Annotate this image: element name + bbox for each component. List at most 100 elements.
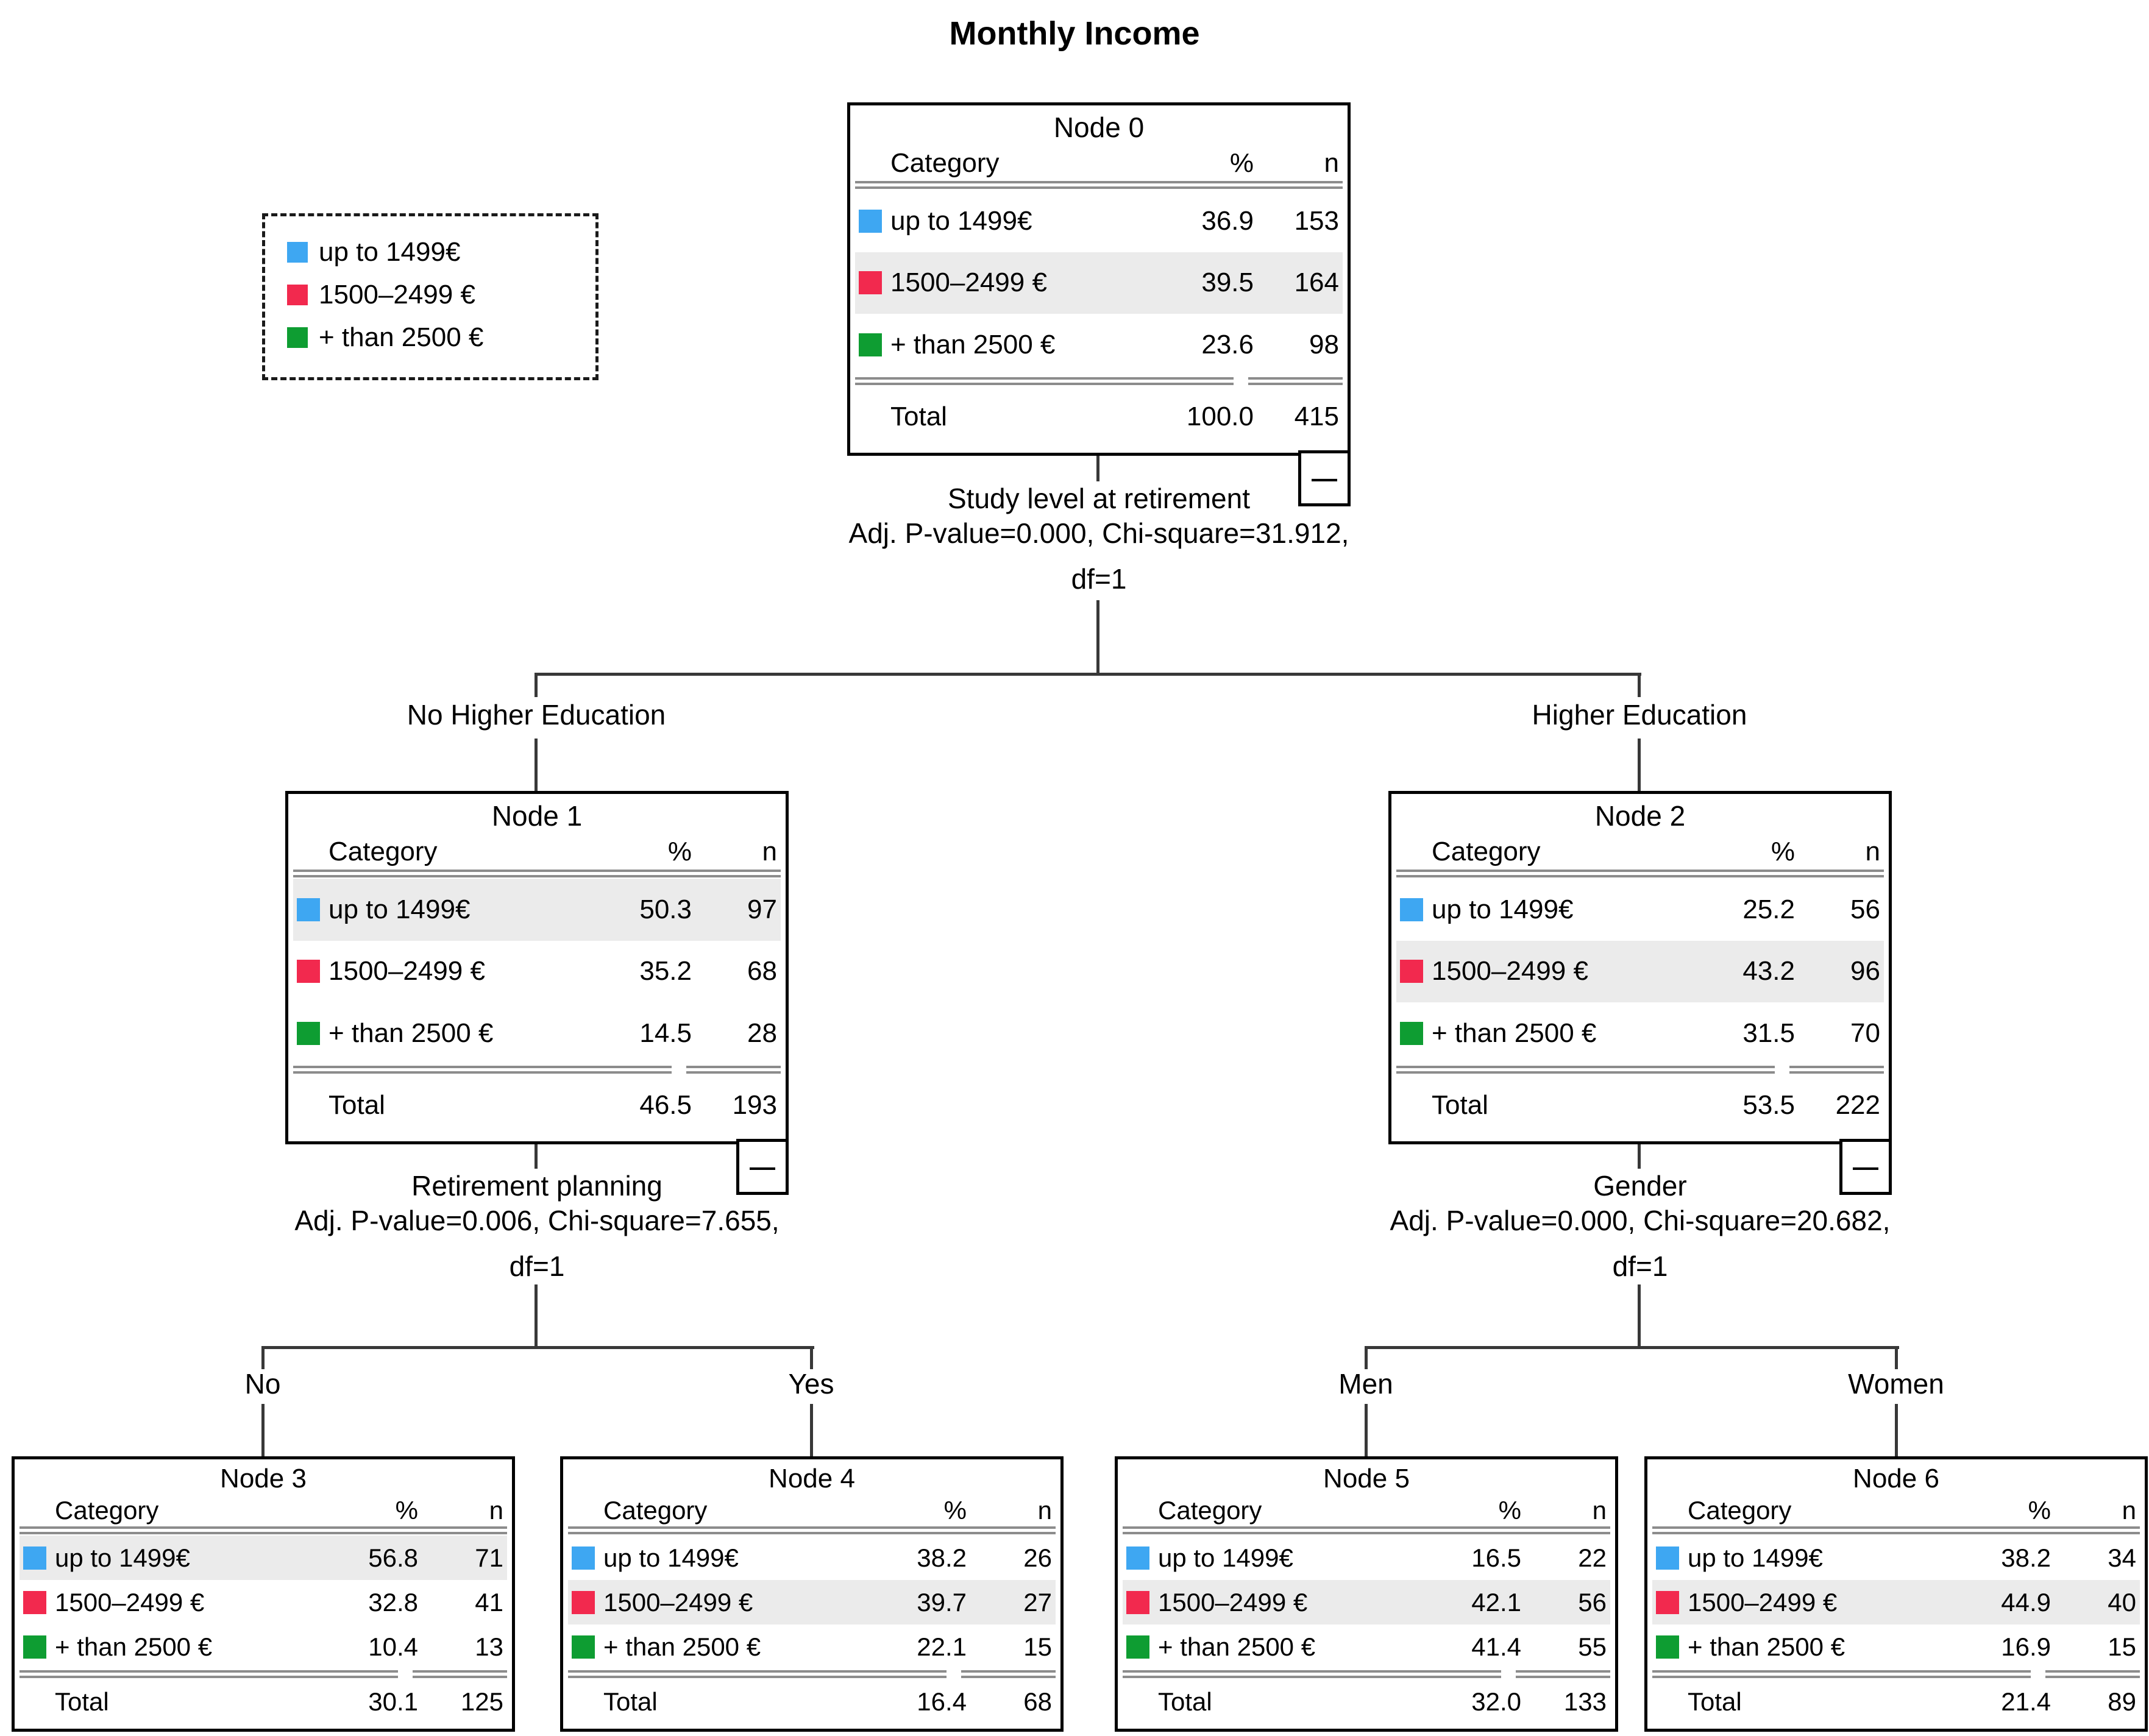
- category-n: 55: [1578, 1632, 1607, 1661]
- split-annotation-node2: Gender Adj. P-value=0.000, Chi-square=20…: [1092, 1169, 2149, 1284]
- legend-swatch-red-icon: [287, 285, 308, 305]
- category-label: up to 1499€: [1158, 1543, 1293, 1572]
- category-label: up to 1499€: [603, 1543, 739, 1572]
- total-rule: [1396, 1065, 1884, 1074]
- category-label: 1500–2499 €: [603, 1587, 753, 1617]
- connector-to-node6: [1895, 1404, 1898, 1456]
- connector-men-stub: [1365, 1346, 1368, 1369]
- col-percent: %: [1229, 148, 1254, 178]
- category-label: 1500–2499 €: [890, 267, 1047, 298]
- col-n: n: [489, 1496, 503, 1525]
- category-n: 15: [1023, 1632, 1052, 1661]
- connector-node0-drop: [1096, 600, 1099, 675]
- category-pct: 44.9: [2001, 1587, 2051, 1617]
- category-label: 1500–2499 €: [1432, 956, 1588, 987]
- category-row: 1500–2499 € 39.7 27: [568, 1580, 1056, 1624]
- category-swatch-red-icon: [23, 1590, 46, 1614]
- dependent-variable-title: Monthly Income: [949, 15, 1200, 52]
- total-pct: 46.5: [639, 1090, 692, 1121]
- minus-icon: —: [750, 1152, 775, 1181]
- total-pct: 30.1: [368, 1687, 418, 1716]
- category-label: 1500–2499 €: [55, 1587, 205, 1617]
- category-label: 1500–2499 €: [329, 956, 485, 987]
- category-pct: 16.5: [1471, 1543, 1521, 1572]
- header-rule: [1652, 1526, 2140, 1534]
- col-percent: %: [1498, 1496, 1521, 1525]
- category-pct: 36.9: [1201, 205, 1254, 236]
- node-title: Node 5: [1323, 1464, 1410, 1493]
- col-category: Category: [55, 1496, 159, 1525]
- total-rule: [568, 1670, 1056, 1678]
- category-row: up to 1499€ 25.2 56: [1396, 879, 1884, 941]
- collapse-button-node-2[interactable]: —: [1839, 1139, 1892, 1195]
- total-pct: 32.0: [1471, 1687, 1521, 1716]
- header-rule: [20, 1526, 507, 1534]
- col-percent: %: [395, 1496, 418, 1525]
- connector-level2-left-horizontal: [261, 1346, 814, 1349]
- category-swatch-green-icon: [297, 1021, 320, 1045]
- tree-node-1: Node 1 Category % n up to 1499€ 50.3 97 …: [285, 791, 789, 1195]
- connector-to-node1: [535, 739, 538, 791]
- category-n: 56: [1850, 894, 1880, 924]
- col-n: n: [762, 837, 777, 866]
- category-row: up to 1499€ 36.9 153: [855, 190, 1343, 252]
- branch-label-no-higher-education: No Higher Education: [407, 699, 666, 731]
- tree-node-2: Node 2 Category % n up to 1499€ 25.2 56 …: [1388, 791, 1892, 1195]
- category-label: + than 2500 €: [1432, 1018, 1597, 1048]
- connector-to-node3: [261, 1404, 265, 1456]
- connector-node2-drop: [1638, 1284, 1641, 1349]
- category-swatch-red-icon: [1656, 1590, 1679, 1614]
- category-label: 1500–2499 €: [1688, 1587, 1838, 1617]
- legend: up to 1499€ 1500–2499 € + than 2500 €: [262, 213, 599, 380]
- connector-right-stub: [1638, 673, 1641, 697]
- legend-item: up to 1499€: [287, 231, 595, 274]
- category-n: 13: [475, 1632, 503, 1661]
- node-title: Node 0: [1053, 112, 1145, 143]
- category-swatch-green-icon: [1400, 1021, 1423, 1045]
- collapse-button-node-0[interactable]: —: [1298, 450, 1351, 506]
- category-swatch-red-icon: [1126, 1590, 1149, 1614]
- category-pct: 23.6: [1201, 329, 1254, 360]
- col-percent: %: [943, 1496, 967, 1525]
- header-rule: [855, 181, 1343, 189]
- split-df: df=1: [1071, 563, 1127, 595]
- category-row: up to 1499€ 16.5 22: [1123, 1536, 1610, 1580]
- split-variable: Study level at retirement: [947, 483, 1250, 514]
- col-n: n: [2122, 1496, 2136, 1525]
- total-n: 133: [1563, 1687, 1607, 1716]
- category-row: + than 2500 € 41.4 55: [1123, 1624, 1610, 1669]
- collapse-button-node-1[interactable]: —: [736, 1139, 789, 1195]
- category-swatch-green-icon: [1656, 1635, 1679, 1659]
- category-n: 28: [747, 1018, 777, 1048]
- legend-item: 1500–2499 €: [287, 274, 595, 316]
- category-label: + than 2500 €: [55, 1632, 213, 1661]
- total-label: Total: [55, 1687, 109, 1716]
- connector-women-stub: [1895, 1346, 1898, 1369]
- connector-node2-stub: [1638, 1144, 1641, 1169]
- legend-label: up to 1499€: [319, 237, 461, 267]
- table-header: Category % n: [1123, 1496, 1610, 1525]
- category-pct: 56.8: [368, 1543, 418, 1572]
- category-row: 1500–2499 € 43.2 96: [1396, 940, 1884, 1002]
- total-pct: 53.5: [1742, 1090, 1795, 1121]
- category-n: 98: [1309, 329, 1339, 360]
- category-label: + than 2500 €: [329, 1018, 494, 1048]
- minus-icon: —: [1312, 464, 1337, 492]
- category-label: up to 1499€: [1688, 1543, 1823, 1572]
- table-header: Category % n: [20, 1496, 507, 1525]
- col-percent: %: [1771, 837, 1795, 866]
- total-rule: [855, 377, 1343, 385]
- total-n: 125: [460, 1687, 503, 1716]
- tree-node-4: Node 4 Category % n up to 1499€ 38.2 26 …: [560, 1456, 1064, 1732]
- category-swatch-red-icon: [297, 960, 320, 983]
- col-n: n: [1865, 837, 1880, 866]
- split-annotation-node1: Retirement planning Adj. P-value=0.006, …: [0, 1169, 1085, 1284]
- connector-level2-right-horizontal: [1365, 1346, 1899, 1349]
- category-n: 153: [1294, 205, 1339, 236]
- category-swatch-red-icon: [859, 271, 882, 295]
- col-percent: %: [667, 837, 692, 866]
- tree-node-3: Node 3 Category % n up to 1499€ 56.8 71 …: [12, 1456, 515, 1732]
- connector-left-stub: [535, 673, 538, 697]
- branch-label-men: Men: [1338, 1368, 1393, 1400]
- split-stats: Adj. P-value=0.000, Chi-square=31.912,: [848, 517, 1349, 549]
